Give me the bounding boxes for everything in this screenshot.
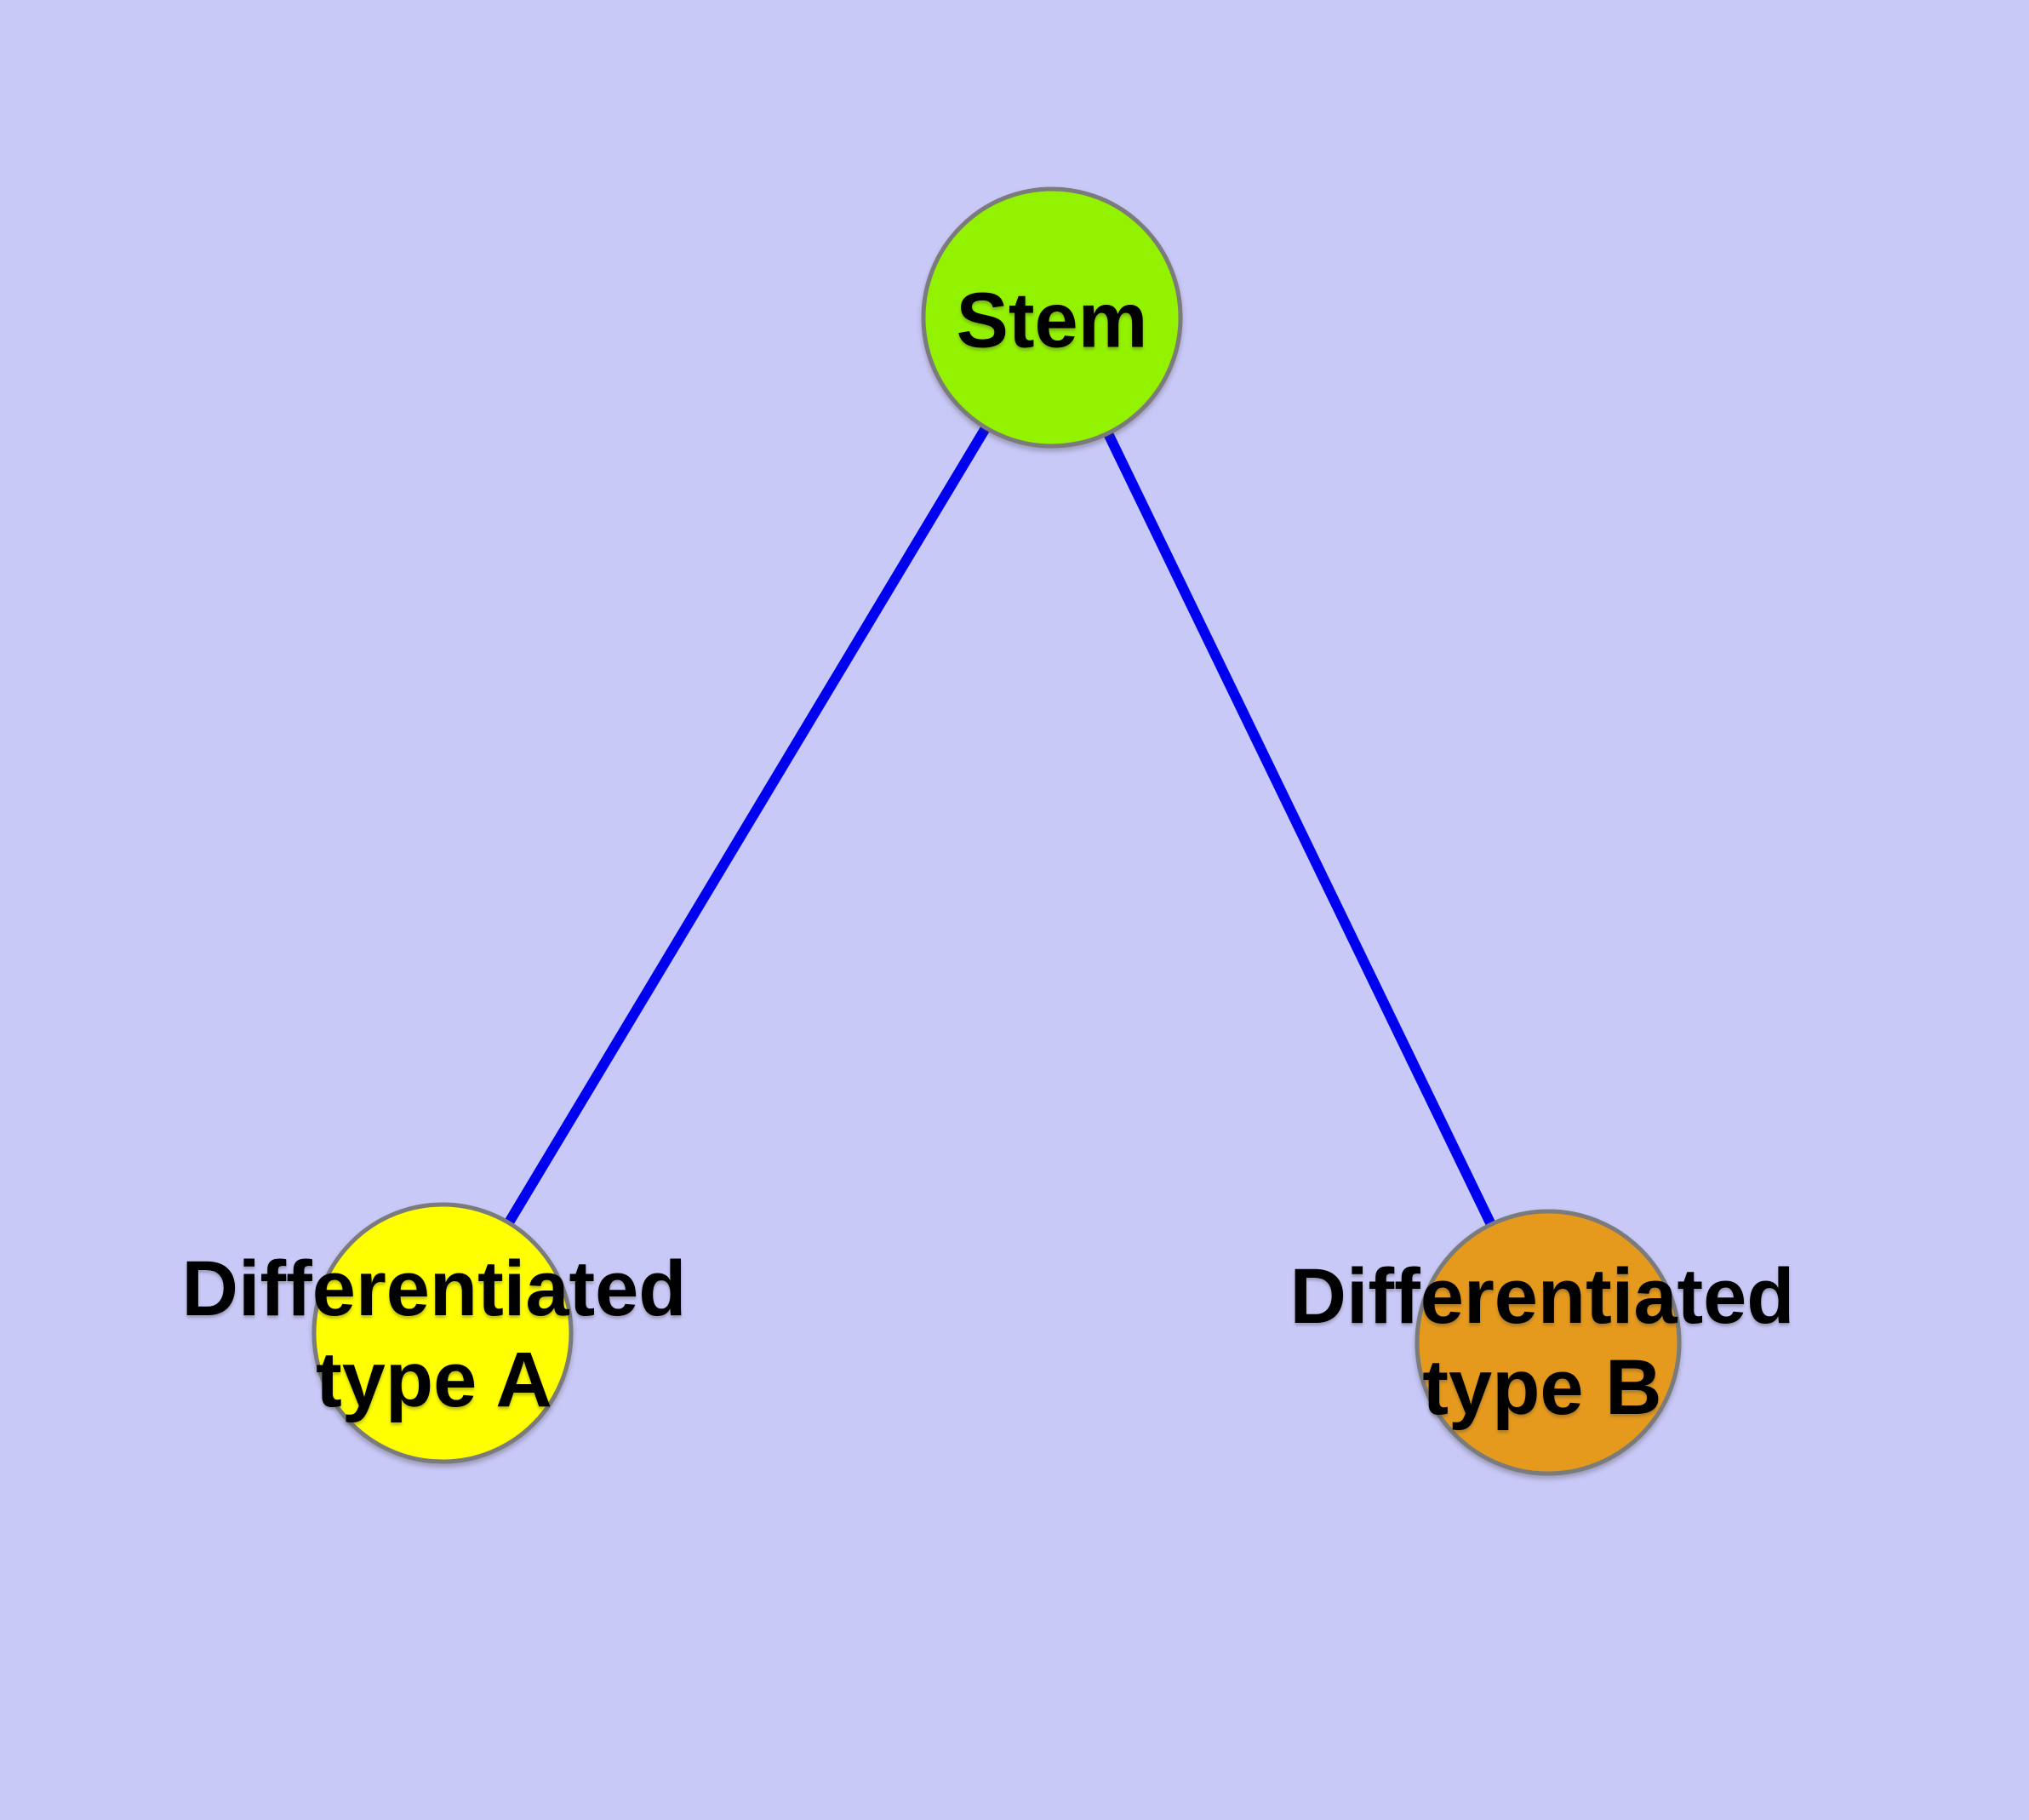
edge-stem-to-type-a	[437, 314, 1057, 1336]
node-label-stem: Stem	[957, 276, 1148, 367]
edge-stem-to-type-b	[1047, 315, 1553, 1345]
node-label-differentiated-type-b: Differentiated type B	[1290, 1251, 1795, 1434]
node-stem	[921, 186, 1183, 449]
node-label-type-a-line1: Differentiated	[181, 1245, 687, 1332]
node-label-type-b-line1: Differentiated	[1289, 1253, 1795, 1340]
node-label-type-a-line2: type A	[316, 1336, 552, 1423]
node-differentiated-type-a	[311, 1202, 574, 1464]
node-label-stem-text: Stem	[956, 277, 1148, 364]
node-differentiated-type-b	[1415, 1209, 1682, 1476]
node-label-differentiated-type-a: Differentiated type A	[182, 1244, 687, 1426]
node-label-type-b-line2: type B	[1422, 1344, 1662, 1431]
